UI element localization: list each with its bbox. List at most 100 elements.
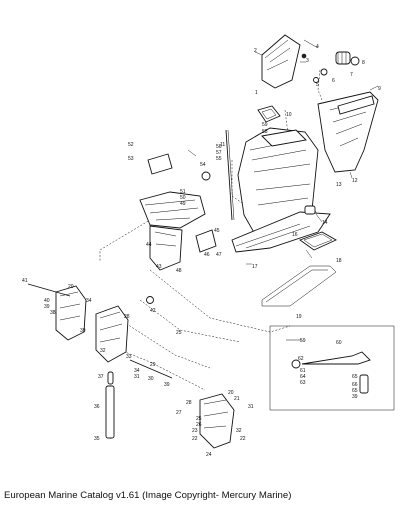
right-clamp-bracket <box>95 305 129 363</box>
part-2-upper-mount <box>261 34 301 89</box>
callout-5: 5 <box>316 82 319 88</box>
callout-39b: 39 <box>80 328 86 334</box>
swivel-bracket-upper <box>139 191 206 271</box>
callout-19: 19 <box>296 314 302 320</box>
callout-63: 63 <box>300 380 306 386</box>
callout-labels: 2 3 4 5 6 7 8 9 1 59 58 10 11 56 57 55 1… <box>22 44 381 458</box>
driveshaft-housing <box>231 127 331 253</box>
callout-32b: 32 <box>236 428 242 434</box>
callout-49: 49 <box>180 201 186 207</box>
callout-46: 46 <box>204 252 210 258</box>
part-53-block <box>147 153 173 175</box>
callout-66: 66 <box>352 382 358 388</box>
callout-41: 41 <box>22 278 28 284</box>
callout-39a: 39 <box>44 304 50 310</box>
callout-18: 18 <box>336 258 342 264</box>
part-36-tube <box>105 371 115 439</box>
callout-30: 30 <box>148 376 154 382</box>
callout-55: 55 <box>216 156 222 162</box>
callout-24: 24 <box>206 452 212 458</box>
part-14-plug <box>304 205 316 215</box>
callout-51: 51 <box>180 189 186 195</box>
part-41-tilt-tube <box>27 283 71 297</box>
catalog-caption: European Marine Catalog v1.61 (Image Cop… <box>4 490 292 501</box>
callout-62: 62 <box>298 356 304 362</box>
part-10-gasket <box>257 105 281 123</box>
callout-28a: 28 <box>124 314 130 320</box>
callout-31b: 31 <box>248 404 254 410</box>
part-6-8-rubber-mount <box>313 51 360 83</box>
callout-48: 48 <box>176 268 182 274</box>
callout-20b: 20 <box>228 390 234 396</box>
callout-10: 10 <box>286 112 292 118</box>
callout-22a: 22 <box>192 436 198 442</box>
callout-6: 6 <box>332 78 335 84</box>
callout-29: 29 <box>150 362 156 368</box>
callout-36: 36 <box>94 404 100 410</box>
callout-57: 57 <box>216 150 222 156</box>
callout-40: 40 <box>44 298 50 304</box>
callout-1: 1 <box>255 90 258 96</box>
callout-53: 53 <box>128 156 134 162</box>
callout-25b: 25 <box>196 416 202 422</box>
callout-65b: 65 <box>352 388 358 394</box>
callout-47: 47 <box>216 252 222 258</box>
callout-45: 45 <box>214 228 220 234</box>
callout-56: 56 <box>216 144 222 150</box>
part-16-seal-strip <box>261 265 337 307</box>
callout-39d: 39 <box>352 394 358 400</box>
part-45-47-bracket <box>195 229 217 253</box>
lower-bracket <box>199 393 235 449</box>
callout-33: 33 <box>126 354 132 360</box>
callout-22b: 22 <box>240 436 246 442</box>
callout-37: 37 <box>98 374 104 380</box>
callout-21: 21 <box>234 396 240 402</box>
part-18-seal <box>299 231 337 251</box>
left-clamp-bracket <box>55 285 87 341</box>
inset-box-trim-parts <box>269 325 395 411</box>
callout-13: 13 <box>336 182 342 188</box>
callout-14: 14 <box>322 220 328 226</box>
callout-23: 23 <box>192 428 198 434</box>
callout-42: 42 <box>150 308 156 314</box>
callout-32: 32 <box>100 348 106 354</box>
callout-34a: 34 <box>86 298 92 304</box>
callout-39c: 39 <box>164 382 170 388</box>
callout-3: 3 <box>306 58 309 64</box>
callout-17: 17 <box>252 264 258 270</box>
callout-11: 11 <box>220 142 225 148</box>
callout-12: 12 <box>352 178 358 184</box>
callout-28b: 28 <box>186 400 192 406</box>
callout-34b: 34 <box>134 368 140 374</box>
callout-59: 59 <box>262 122 268 128</box>
callout-16: 16 <box>292 232 298 238</box>
callout-25: 25 <box>176 330 182 336</box>
callout-4: 4 <box>316 44 319 50</box>
callout-26: 26 <box>196 422 202 428</box>
part-9-12-exhaust-cover <box>317 91 379 173</box>
part-54-bushing <box>201 171 211 181</box>
exploded-parts-diagram: 2 3 4 5 6 7 8 9 1 59 58 10 11 56 57 55 1… <box>22 34 395 458</box>
callout-64: 64 <box>300 374 306 380</box>
callout-31a: 31 <box>134 374 140 380</box>
callout-20a: 20 <box>68 284 74 290</box>
callout-43: 43 <box>156 264 162 270</box>
callout-35: 35 <box>94 436 100 442</box>
callout-50: 50 <box>180 195 186 201</box>
part-33-tilt-pin <box>129 359 173 379</box>
callout-2: 2 <box>254 48 257 54</box>
callout-54: 54 <box>200 162 206 168</box>
callout-61: 61 <box>300 368 306 374</box>
callout-38: 38 <box>50 310 56 316</box>
callout-27: 27 <box>176 410 182 416</box>
callout-52: 52 <box>128 142 134 148</box>
callout-8: 8 <box>362 60 365 66</box>
callout-9: 9 <box>378 86 381 92</box>
callout-7: 7 <box>350 72 353 78</box>
callout-65a: 65 <box>352 374 358 380</box>
part-42-nut <box>146 296 154 304</box>
callout-60: 60 <box>336 340 342 346</box>
callout-59b: 59 <box>300 338 306 344</box>
part-3-4-bolts <box>301 39 319 59</box>
callout-44: 44 <box>146 242 152 248</box>
